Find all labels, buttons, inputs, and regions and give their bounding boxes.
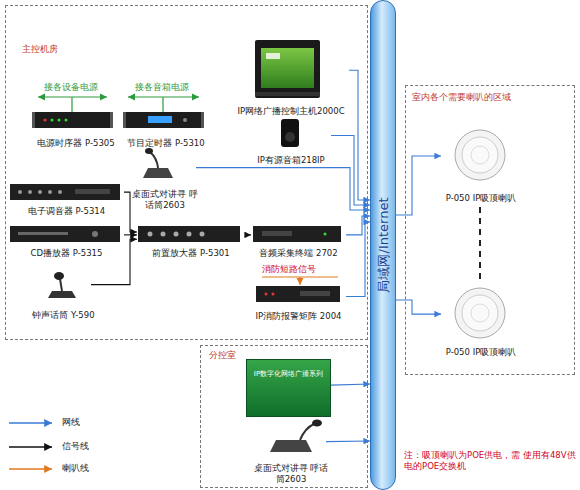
legend-text: 信号线 (62, 441, 89, 452)
fire-signal-arrow (262, 277, 338, 285)
rack-device: 电子调音器 P-5314 (9, 181, 124, 217)
paging-mic: 桌面式对讲寻 呼话筒2603 (256, 423, 326, 485)
connector (331, 384, 370, 385)
legend-line-sample (9, 446, 52, 447)
network-bus: 局域网/Internet (370, 0, 396, 490)
node-label: IP有源音箱218IP (247, 155, 335, 166)
rack-device: IP消防报警矩阵 2004 (251, 284, 346, 322)
node-label: 节目定时器 P-5310 (118, 138, 214, 149)
connector (91, 239, 137, 284)
connector (245, 234, 251, 235)
legend-line-sample (9, 422, 52, 423)
connector (331, 135, 370, 205)
node-label: 室内各个需要喇叭的区域 (412, 92, 511, 103)
connector (196, 168, 370, 210)
connector (124, 234, 137, 235)
connector (346, 222, 370, 297)
node-label: 电源时序器 P-5305 (27, 138, 125, 149)
annotation: 消防短路信号 (262, 264, 342, 275)
connector (396, 300, 441, 314)
chime-mic: 钟声话筒 Y-590 (36, 269, 91, 321)
rack-devices (10, 40, 341, 302)
legend-line (8, 418, 56, 428)
power-arrows (38, 97, 199, 112)
connector (326, 440, 370, 442)
legend-line-sample (9, 468, 52, 469)
legend-line (8, 464, 56, 474)
ceiling-speakers (455, 130, 505, 338)
node-label: 桌面式对讲寻 呼话筒2603 (130, 189, 200, 211)
node-label: P-050 IP吸顶喇叭 (437, 193, 525, 204)
rack-device: CD播放器 P-5315 (9, 223, 124, 259)
node-label: 前置放大器 P-5301 (133, 248, 249, 259)
node-label: 电子调音器 P-5314 (5, 206, 128, 217)
paging-mic: 桌面式对讲寻 呼话筒2603 (134, 149, 196, 211)
legend-text: 喇叭线 (62, 463, 89, 474)
node-label: 桌面式对讲寻 呼话筒2603 (252, 463, 330, 485)
annotation: 接各设备电源 (44, 82, 124, 93)
legend-line (8, 442, 56, 452)
rack-device: 音频采集终端 2702 (251, 223, 346, 259)
rack-device: 前置放大器 P-5301 (137, 223, 245, 259)
node-label: 音频采集终端 2702 (247, 248, 350, 259)
zone-frame: 室内各个需要喇叭的区域P-050 IP吸顶喇叭P-050 IP吸顶喇叭 (405, 85, 575, 375)
connector (396, 156, 441, 215)
control-host: IP网络广播控制主机2000C (233, 39, 349, 117)
connector (346, 216, 370, 235)
node-label: IP数字化网络广播系列 (251, 370, 326, 379)
node-label: IP网络广播控制主机2000C (229, 106, 353, 117)
software-box: IP数字化网络广播系列 (246, 359, 331, 417)
node-label: 分控室 (209, 350, 236, 361)
node-label: P-050 IP吸顶喇叭 (437, 347, 525, 358)
ceiling-speaker: P-050 IP吸顶喇叭 (441, 126, 521, 204)
sub-mic (270, 420, 322, 453)
node-label: 钟声话筒 Y-590 (32, 310, 95, 321)
node-label: 局域网/Internet (376, 198, 391, 293)
rack-device: 电源时序器 P-5305 (31, 109, 121, 149)
annotation: 注：吸顶喇叭为POE供电，需 使用有48V供电的POE交换机 (404, 450, 576, 472)
speaker-box: IP有源音箱218IP (251, 119, 331, 166)
ceiling-speaker: P-050 IP吸顶喇叭 (441, 286, 521, 358)
node-label: 主控机房 (22, 44, 58, 55)
rack-device: 节目定时器 P-5310 (122, 109, 210, 149)
node-label: CD播放器 P-5315 (5, 248, 128, 259)
connector (349, 70, 370, 200)
room-frame: 主控机房电源时序器 P-5305节目定时器 P-5310 IP网络广播控制主机20… (5, 5, 368, 340)
legend-text: 网线 (62, 417, 80, 428)
room-frame: 分控室 IP数字化网络广播系列桌面式对讲寻 呼话筒2603 (200, 345, 368, 488)
annotation: 接各音箱电源 (135, 82, 215, 93)
node-label: IP消防报警矩阵 2004 (247, 311, 350, 322)
